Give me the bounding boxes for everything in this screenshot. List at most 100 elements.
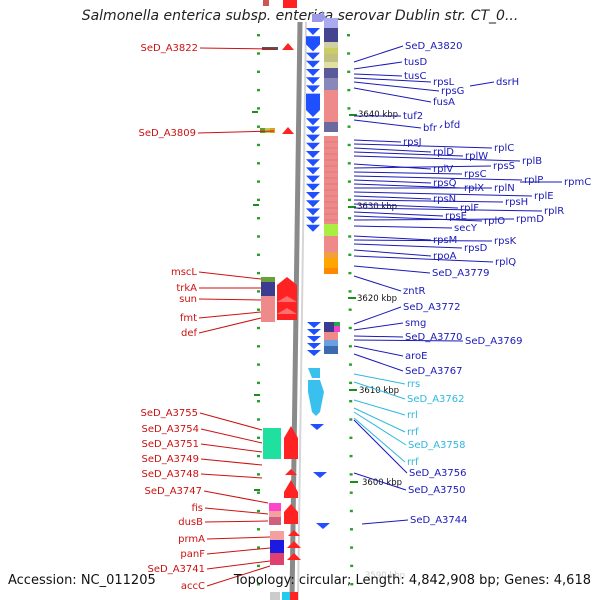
gene-label: rpsE (445, 211, 467, 222)
gene-label: SeD_A3747 (145, 486, 203, 497)
tick-mark (349, 509, 353, 513)
annotation-block (324, 62, 338, 68)
gene-label: SeD_A3758 (408, 440, 466, 451)
reverse-arrow (306, 118, 320, 126)
gene-label: accC (181, 581, 205, 592)
kbp-marker-lines (252, 111, 358, 491)
annotation-block (334, 322, 340, 326)
annotation-block (324, 346, 338, 354)
gene-label: dsrH (496, 77, 519, 88)
top-arrows (263, 0, 326, 22)
annotation-block (324, 224, 338, 236)
gene-label: SeD_A3755 (141, 408, 199, 419)
gene-label: SeD_A3749 (142, 454, 200, 465)
reverse-arrow (307, 322, 321, 328)
annotation-block (324, 136, 338, 224)
gene-label: dusB (178, 517, 203, 528)
leader-line (353, 407, 406, 433)
reverse-arrow (307, 336, 321, 342)
leader-line (353, 322, 404, 331)
tick-mark (348, 308, 352, 311)
tick-mark (257, 217, 260, 220)
gene-label: smg (405, 318, 426, 329)
gene-label: SeD_A3779 (432, 268, 490, 279)
leader-line (353, 147, 432, 153)
gene-label: rplR (544, 206, 564, 217)
leader-line (204, 520, 269, 523)
tick-mark (257, 290, 260, 293)
gene-label: fusA (433, 97, 455, 108)
kbp-label: 3630 kbp (357, 202, 397, 212)
leader-line (353, 239, 493, 242)
tick-mark (257, 162, 260, 165)
reverse-arrow (307, 350, 321, 356)
leader-line (206, 560, 271, 570)
annotation-block (324, 268, 338, 274)
tick-mark (257, 125, 260, 128)
reverse-arrow (306, 159, 320, 167)
gene-label: rpsD (464, 243, 488, 254)
tick-mark (257, 473, 260, 476)
tick-mark (257, 509, 260, 513)
gene-label: rpmC (564, 177, 591, 188)
gene-label: rpsN (433, 194, 456, 205)
tick-mark (257, 528, 260, 531)
reverse-arrow (306, 192, 320, 199)
gene-label: SeD_A3754 (142, 424, 200, 435)
gene-label: SeD_A3769 (465, 336, 523, 347)
tick-mark (257, 418, 260, 421)
leader-line (198, 298, 262, 301)
annotation-block (324, 322, 338, 332)
gene-label: rrl (407, 410, 418, 421)
leader-line (353, 87, 432, 103)
leader-line (353, 175, 523, 181)
gene-label: SeD_A3756 (409, 468, 467, 479)
gene-label: SeD_A3772 (403, 302, 461, 313)
annotation-block (324, 48, 338, 54)
gene-label: rrf (407, 457, 419, 468)
tick-mark (348, 235, 352, 238)
tick-mark (348, 326, 352, 330)
leader-line (200, 428, 263, 444)
reverse-arrow (306, 200, 320, 208)
gene-label: rplN (494, 183, 515, 194)
gene-label: rplD (433, 147, 454, 158)
tick-mark (349, 436, 353, 439)
gene-label: SeD_A3809 (139, 128, 197, 139)
gene-label: rpsH (505, 197, 528, 208)
kbp-label: 3610 kbp (359, 386, 399, 396)
annotation-block (324, 332, 338, 340)
tick-mark (348, 217, 352, 220)
reverse-arrow (306, 208, 320, 216)
gene-label: rpsS (493, 161, 515, 172)
leader-line (353, 235, 432, 241)
tick-mark (257, 454, 260, 458)
leader-line (206, 547, 271, 555)
leader-line (353, 207, 543, 212)
leader-line (353, 218, 515, 221)
leader-line (198, 317, 262, 334)
leader-line (469, 81, 495, 87)
leader-line (353, 472, 407, 491)
rna-genes (308, 368, 330, 529)
leader-line (353, 119, 422, 129)
gene-label: rplQ (495, 257, 516, 268)
tick-mark (350, 564, 354, 568)
gene-label: SeD_A3751 (142, 439, 200, 450)
gene-label: mscL (171, 267, 197, 278)
annotation-block (324, 258, 338, 268)
reverse-arrow (306, 142, 320, 150)
leader-line (353, 77, 432, 83)
gene-label: rpsJ (403, 137, 422, 148)
reverse-arrow (306, 216, 320, 224)
tick-mark (348, 345, 352, 348)
gene-label: rplC (494, 143, 514, 154)
reverse-arrow (306, 28, 320, 35)
tick-mark (257, 583, 260, 586)
leader-line (361, 519, 409, 525)
leader-lines (197, 45, 562, 587)
gene-label: rrf (407, 427, 419, 438)
tick-mark (348, 363, 352, 366)
